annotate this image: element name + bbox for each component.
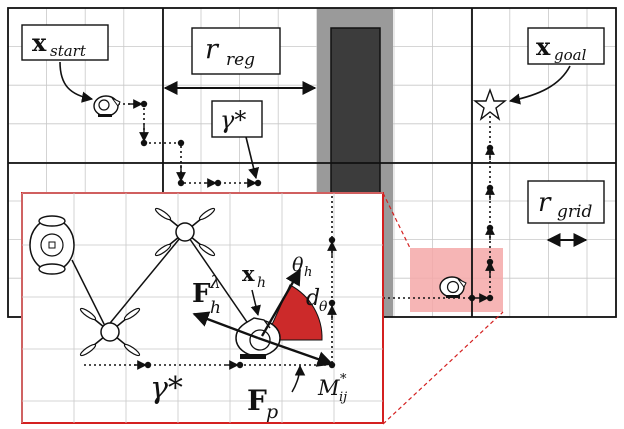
svg-text:h: h bbox=[257, 275, 266, 291]
label-r-reg: r reg bbox=[191, 27, 281, 75]
svg-text:λ: λ bbox=[209, 273, 221, 293]
svg-text:h: h bbox=[210, 298, 221, 318]
label-x-h: x h bbox=[242, 261, 266, 291]
label-F-h: F h λ bbox=[192, 273, 221, 318]
svg-text:ij: ij bbox=[339, 390, 347, 405]
svg-text:x: x bbox=[32, 28, 47, 57]
wheelchair-robot-icon bbox=[439, 276, 467, 298]
label-gamma-star: γ* bbox=[211, 100, 263, 138]
svg-text:p: p bbox=[266, 401, 278, 423]
svg-text:F: F bbox=[247, 384, 267, 417]
svg-text:θ: θ bbox=[292, 254, 304, 276]
formation-lines bbox=[71, 231, 259, 339]
path-arrows bbox=[128, 99, 495, 303]
force-arrows bbox=[192, 268, 334, 367]
label-r-grid: r grid bbox=[527, 180, 605, 224]
svg-text:θ: θ bbox=[319, 299, 328, 315]
label-M-ij: M ij * bbox=[317, 372, 347, 405]
svg-text:γ*: γ* bbox=[150, 371, 183, 406]
inset-zoom: F h λ x h θ h d θ F p M ij * γ* bbox=[21, 192, 384, 424]
drone-icon bbox=[79, 307, 141, 357]
label-gamma-star-inset: γ* bbox=[150, 371, 183, 406]
drone-icon bbox=[154, 207, 216, 257]
label-F-p: F p bbox=[247, 384, 278, 423]
star-goal-icon bbox=[472, 87, 508, 121]
zoom-connector bbox=[382, 192, 504, 425]
wheelchair-robot-icon bbox=[93, 95, 121, 117]
svg-text:d: d bbox=[306, 286, 320, 311]
label-x-goal: x goal bbox=[527, 27, 605, 65]
svg-text:M: M bbox=[317, 376, 340, 400]
svg-text:h: h bbox=[304, 265, 312, 280]
label-d-theta: d θ bbox=[306, 286, 328, 315]
svg-text:goal: goal bbox=[554, 46, 587, 64]
svg-text:start: start bbox=[50, 42, 87, 60]
svg-text:F: F bbox=[192, 279, 211, 309]
svg-text:*: * bbox=[340, 372, 347, 387]
human-icon bbox=[29, 215, 75, 275]
svg-text:r: r bbox=[538, 188, 552, 218]
svg-text:γ*: γ* bbox=[220, 106, 246, 134]
label-x-start: x start bbox=[21, 24, 109, 61]
svg-text:reg: reg bbox=[226, 50, 255, 70]
svg-text:x: x bbox=[242, 261, 255, 286]
svg-text:x: x bbox=[536, 32, 551, 61]
label-theta-h: θ h bbox=[292, 254, 312, 280]
svg-text:grid: grid bbox=[557, 202, 592, 222]
svg-text:r: r bbox=[205, 34, 220, 65]
